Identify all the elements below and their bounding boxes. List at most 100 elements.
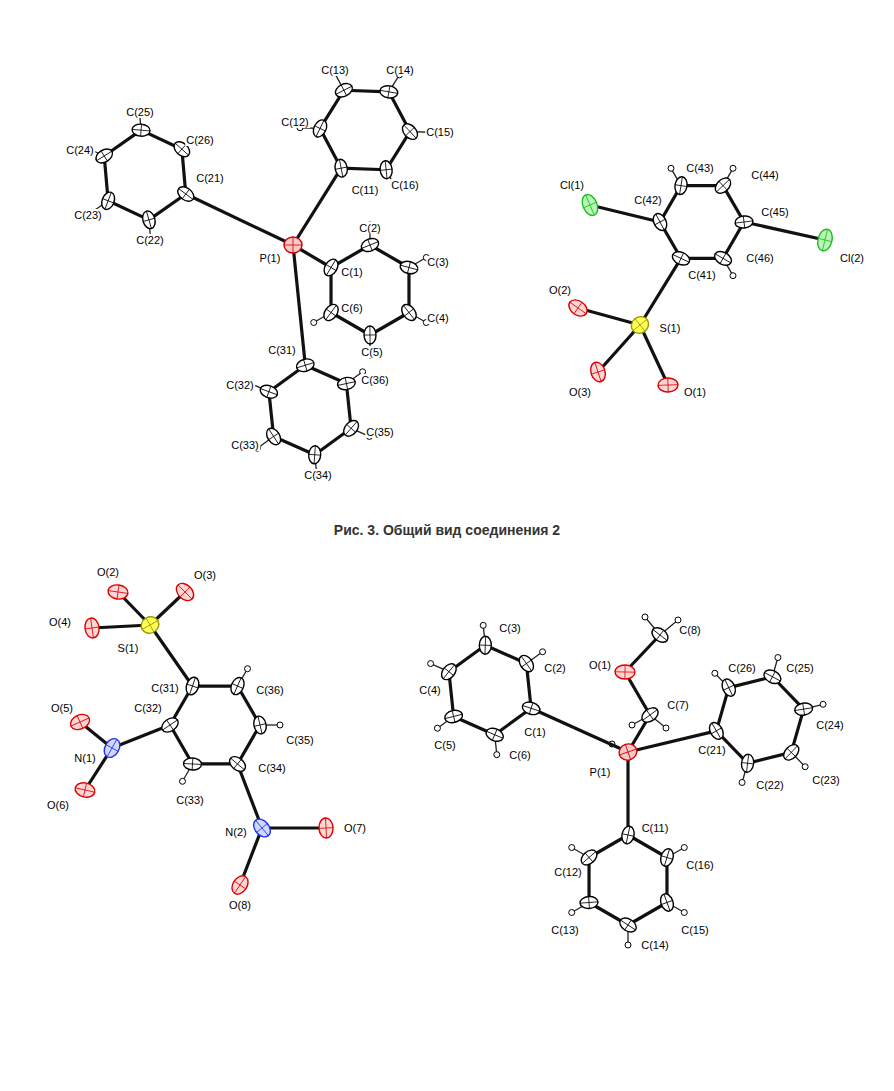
- atom-ellipsoid: [252, 715, 268, 735]
- atom-ellipsoid: [399, 121, 420, 142]
- ellipsoid-axis: [770, 671, 776, 682]
- atom-ellipsoid: [712, 249, 734, 268]
- atom-ellipsoid: [650, 211, 669, 233]
- ellipsoid-axis: [269, 429, 279, 444]
- ellipsoid-outline: [443, 708, 463, 724]
- ellipsoid-axis: [117, 585, 119, 599]
- atom-label: C(32): [225, 379, 255, 391]
- ellipsoid-axis: [521, 656, 531, 671]
- ellipsoid-axis: [167, 720, 174, 730]
- ellipsoid-axis: [341, 85, 346, 96]
- atom-ellipsoid: [670, 249, 691, 267]
- hydrogen-atom: [494, 752, 500, 758]
- hydrogen-atom: [739, 779, 745, 785]
- ellipsoid-outline: [712, 175, 733, 196]
- bond-line: [590, 205, 660, 222]
- atom-ellipsoid: [566, 297, 590, 320]
- hydrogen-atom: [820, 701, 826, 707]
- ellipsoid-outline: [762, 667, 784, 686]
- hydrogen-atom: [434, 725, 440, 731]
- ellipsoid-axis: [444, 668, 453, 676]
- atom-label: C(22): [135, 234, 165, 246]
- ellipsoid-axis: [521, 660, 531, 667]
- bond-line: [293, 168, 341, 245]
- atom-ellipsoid: [364, 326, 376, 344]
- ellipsoid-outline: [650, 211, 669, 233]
- ellipsoid-outline: [658, 892, 675, 913]
- ellipsoid-outline: [649, 625, 671, 646]
- ellipsoid-outline: [628, 313, 652, 337]
- ellipsoid-outline: [615, 665, 635, 679]
- ellipsoid-outline: [175, 184, 197, 204]
- ellipsoid-outline: [359, 236, 380, 254]
- ellipsoid-axis: [667, 378, 668, 392]
- ellipsoid-axis: [404, 309, 413, 316]
- ellipsoid-axis: [234, 881, 246, 889]
- atom-ellipsoid: [439, 661, 460, 683]
- ellipsoid-outline: [781, 742, 802, 763]
- ellipsoid-axis: [625, 920, 632, 930]
- ellipsoid-axis: [818, 238, 832, 241]
- atom-label: O(3): [568, 386, 592, 398]
- atom-ellipsoid: [74, 781, 97, 799]
- hydrogen-atom: [730, 165, 736, 171]
- atom-label: P(1): [259, 252, 282, 264]
- hydrogen-atom: [540, 649, 546, 655]
- ellipsoid-axis: [625, 744, 630, 759]
- ellipsoid-axis: [646, 710, 653, 720]
- atom-ellipsoid: [741, 754, 755, 773]
- ellipsoid-axis: [257, 824, 268, 833]
- ellipsoid-outline: [229, 873, 252, 897]
- hydrogen-atom: [712, 670, 718, 676]
- ellipsoid-axis: [179, 189, 193, 200]
- ellipsoid-axis: [643, 710, 658, 721]
- atom-label: O(6): [46, 799, 70, 811]
- ellipsoid-outline: [84, 617, 101, 639]
- ellipsoid-axis: [620, 920, 635, 930]
- ellipsoid-axis: [715, 254, 731, 263]
- atom-ellipsoid: [250, 816, 274, 840]
- ellipsoid-outline: [484, 726, 505, 744]
- atom-ellipsoid: [781, 742, 802, 763]
- atom-label: O(3): [193, 569, 217, 581]
- ellipsoid-outline: [264, 426, 284, 448]
- hydrogen-atom: [668, 165, 674, 171]
- ellipsoid-outline: [579, 192, 600, 218]
- atom-label: O(4): [48, 616, 72, 628]
- ellipsoid-axis: [315, 126, 326, 131]
- ellipsoid-axis: [347, 424, 356, 432]
- ellipsoid-axis: [655, 219, 666, 225]
- bonds: [80, 90, 825, 925]
- ellipsoid-axis: [106, 745, 118, 752]
- ellipsoid-outline: [399, 121, 420, 142]
- ellipsoid-outline: [311, 118, 330, 139]
- ellipsoid-outline: [68, 712, 92, 733]
- ellipsoid-outline: [674, 176, 689, 196]
- atom-label: S(1): [659, 322, 682, 334]
- atom-label: C(31): [150, 682, 180, 694]
- ellipsoid-axis: [256, 820, 269, 835]
- hydrogen-atom: [569, 845, 575, 851]
- ellipsoid-axis: [380, 169, 392, 170]
- ellipsoid-outline: [173, 580, 197, 604]
- atom-ellipsoid: [132, 123, 151, 137]
- atom-label: N(1): [73, 752, 96, 764]
- atom-label: O(7): [343, 822, 367, 834]
- ellipsoid-axis: [234, 877, 245, 894]
- ellipsoid-outline: [479, 636, 492, 654]
- ellipsoid-axis: [492, 729, 497, 740]
- hydrogen-atom: [311, 320, 317, 326]
- ellipsoid-axis: [720, 253, 726, 263]
- ellipsoid-outline: [670, 249, 691, 267]
- atom-label: C(33): [230, 439, 260, 451]
- hydrogen-atom: [663, 725, 669, 731]
- bond-line: [262, 826, 326, 829]
- atom-label: C(46): [745, 252, 775, 264]
- atom-ellipsoid: [580, 896, 599, 909]
- atom-label: Cl(1): [559, 179, 585, 191]
- atom-label: C(41): [687, 269, 717, 281]
- ellipsoid-outline: [578, 847, 599, 868]
- ellipsoid-outline: [659, 847, 676, 868]
